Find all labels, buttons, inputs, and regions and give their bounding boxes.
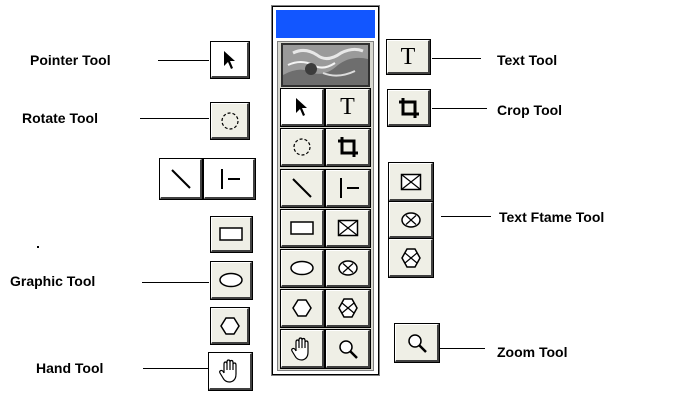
hand-tool-button[interactable] <box>208 352 253 391</box>
leader-hand-tool <box>143 368 209 369</box>
label-text-tool: Text Tool <box>497 52 558 68</box>
image-preview <box>281 43 370 87</box>
leader-text-tool <box>432 58 481 59</box>
ellipse-icon <box>290 260 314 276</box>
leader-crop-tool <box>432 108 487 109</box>
leader-graphic-tool <box>142 282 209 283</box>
label-rotate-tool: Rotate Tool <box>22 110 98 126</box>
ellipse-frame-icon <box>400 211 421 228</box>
crop-icon <box>398 97 419 118</box>
arrow-icon <box>223 50 235 69</box>
hand-icon <box>219 359 237 383</box>
orthogonal-line-icon <box>339 178 359 198</box>
polygon-icon <box>292 299 312 317</box>
polygon-frame-icon <box>400 247 421 268</box>
text-tool-button[interactable]: T <box>386 39 431 75</box>
label-text-frame-tool: Text Ftame Tool <box>499 209 605 225</box>
palette-title-bar[interactable] <box>276 10 375 38</box>
palette-ellipse-frame-tool[interactable] <box>325 249 371 288</box>
stray-dot <box>37 246 39 248</box>
label-pointer-tool: Pointer Tool <box>30 52 111 68</box>
orthogonal-line-tool-button[interactable] <box>203 158 256 200</box>
label-hand-tool: Hand Tool <box>36 360 104 376</box>
palette-rectangle-tool[interactable] <box>280 209 325 248</box>
palette-polygon-frame-tool[interactable] <box>325 289 371 328</box>
line-icon <box>292 178 312 198</box>
rectangle-frame-icon <box>400 173 421 190</box>
palette-polygon-tool[interactable] <box>280 289 325 328</box>
rectangle-tool-button[interactable] <box>210 216 253 253</box>
rotate-icon <box>220 111 239 130</box>
rectangle-icon <box>219 227 243 241</box>
label-zoom-tool: Zoom Tool <box>497 344 568 360</box>
palette-hand-tool[interactable] <box>280 329 325 369</box>
zoom-tool-button[interactable] <box>394 323 440 363</box>
leader-pointer-tool <box>158 60 209 61</box>
palette-line-tool[interactable] <box>280 169 325 208</box>
hand-icon <box>291 336 309 361</box>
orthogonal-line-icon <box>221 168 240 189</box>
ellipse-icon <box>219 272 243 288</box>
polygon-frame-tool-button[interactable] <box>388 238 434 278</box>
text-t-icon: T <box>400 43 416 70</box>
text-t-icon: T <box>340 94 355 120</box>
palette-zoom-tool[interactable] <box>325 329 371 369</box>
palette-ellipse-tool[interactable] <box>280 249 325 288</box>
rotate-tool-button[interactable] <box>210 102 250 140</box>
rotate-icon <box>293 138 311 156</box>
rectangle-frame-icon <box>337 219 358 237</box>
magnifier-icon <box>407 333 427 353</box>
arrow-icon <box>296 98 307 116</box>
ellipse-frame-icon <box>337 260 358 276</box>
leader-text-frame-tool <box>441 216 491 217</box>
rectangle-frame-tool-button[interactable] <box>388 162 434 202</box>
palette-text-tool[interactable]: T <box>325 88 371 127</box>
rectangle-icon <box>290 221 314 235</box>
palette-orthogonal-line-tool[interactable] <box>325 169 371 208</box>
graphic-tool-button[interactable] <box>210 261 253 300</box>
polygon-frame-icon <box>337 298 358 318</box>
leader-zoom-tool <box>440 348 485 349</box>
tool-palette: T <box>271 5 380 376</box>
preview-picture <box>283 45 368 85</box>
line-icon <box>170 168 191 189</box>
crop-tool-button[interactable] <box>387 89 431 127</box>
leader-rotate-tool <box>140 118 209 119</box>
palette-rectangle-frame-tool[interactable] <box>325 209 371 248</box>
text-frame-tool-button[interactable] <box>388 201 434 239</box>
pointer-tool-button[interactable] <box>210 41 250 79</box>
label-graphic-tool: Graphic Tool <box>10 273 96 289</box>
polygon-tool-button[interactable] <box>210 307 250 345</box>
palette-crop-tool[interactable] <box>325 128 371 167</box>
magnifier-icon <box>338 339 358 359</box>
label-crop-tool: Crop Tool <box>497 102 563 118</box>
polygon-icon <box>219 316 240 335</box>
crop-icon <box>337 137 358 157</box>
line-tool-button[interactable] <box>159 158 203 200</box>
palette-pointer-tool[interactable] <box>280 88 325 127</box>
palette-rotate-tool[interactable] <box>280 128 325 167</box>
